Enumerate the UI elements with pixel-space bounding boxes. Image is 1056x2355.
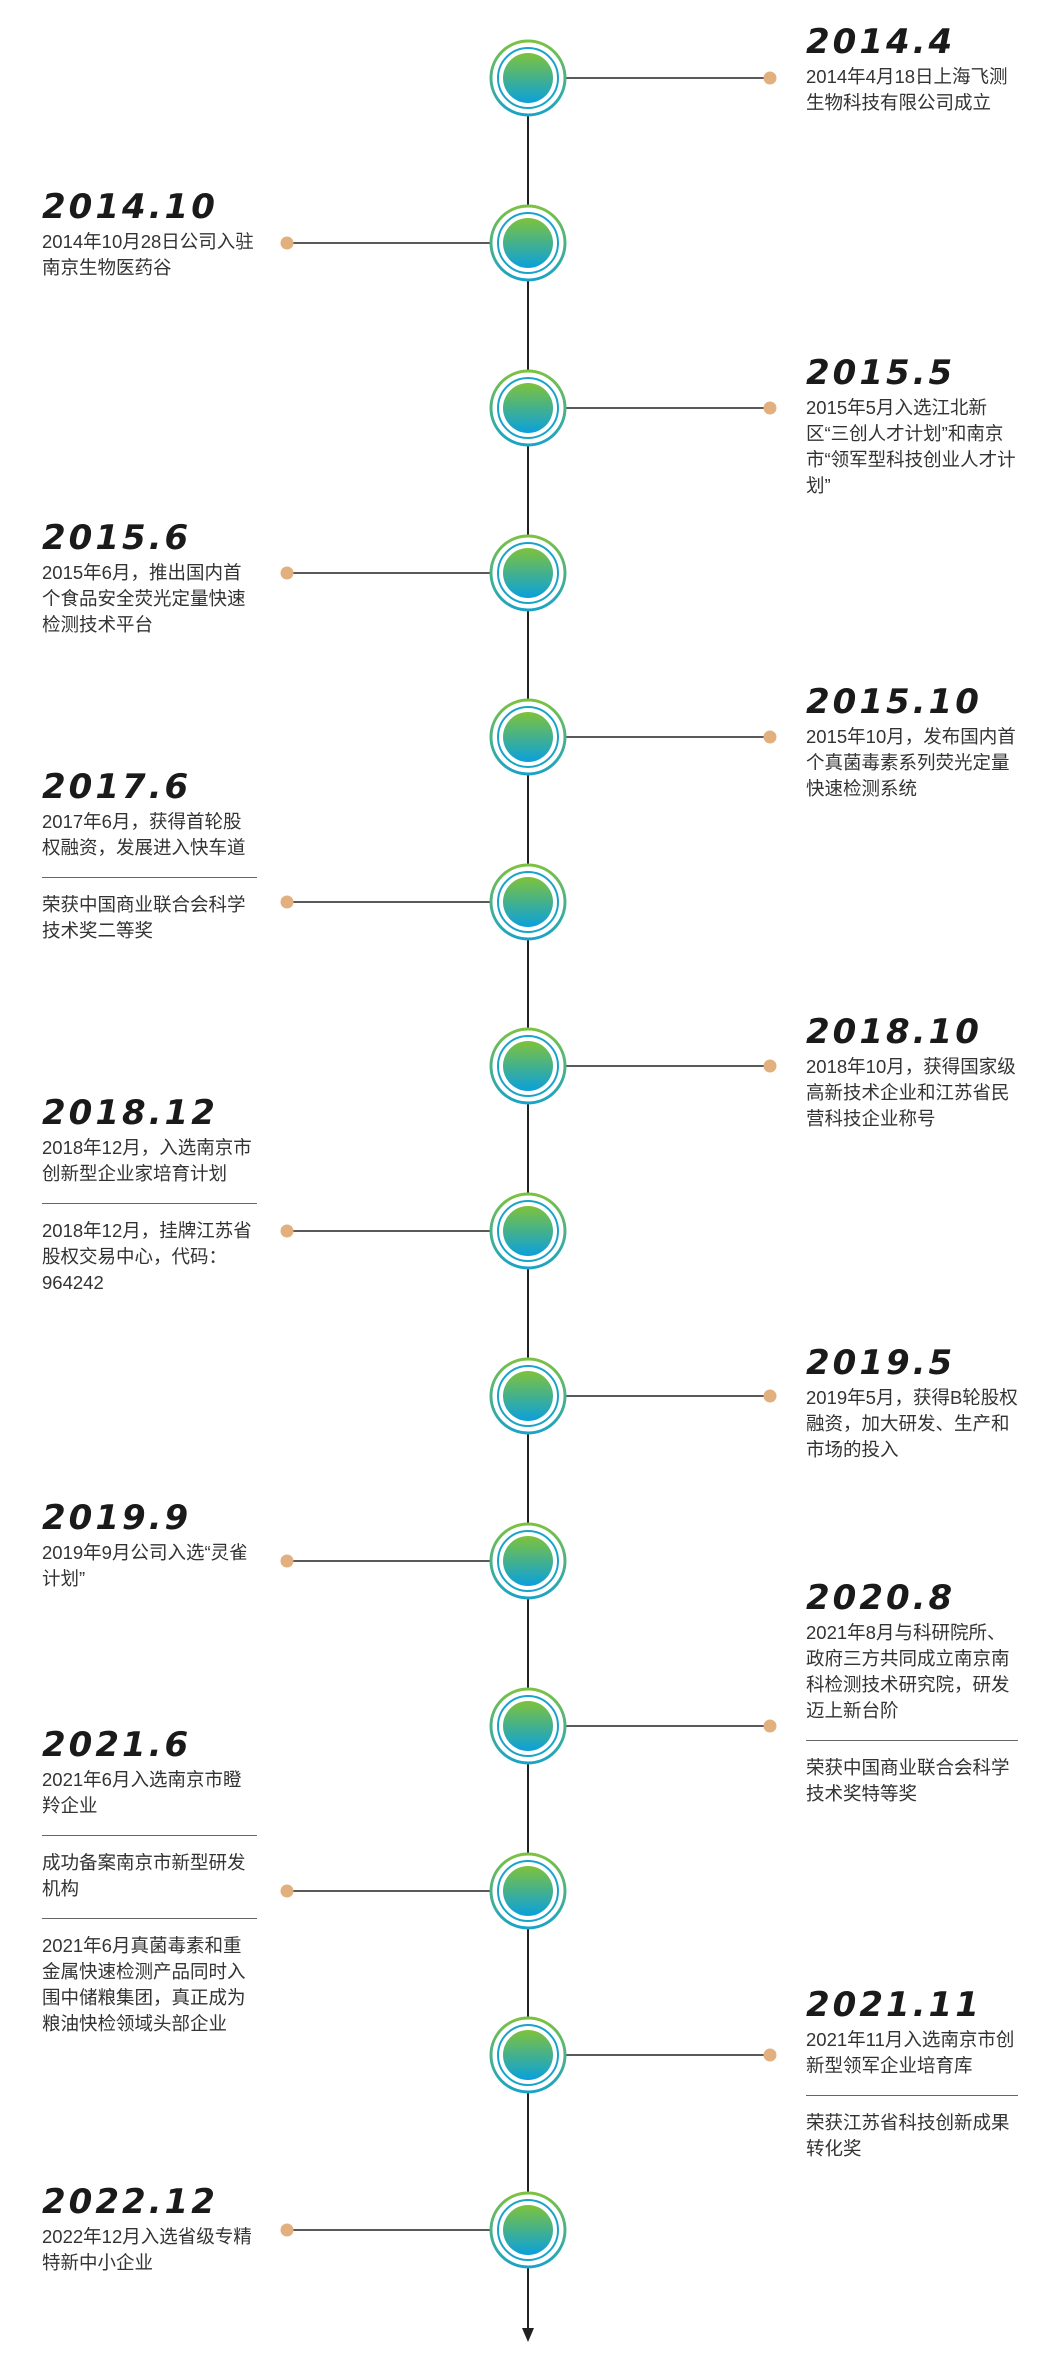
connector-dot [763, 71, 777, 85]
milestone-description: 2021年6月真菌毒素和重金属快速检测产品同时入围中储粮集团，真正成为粮油快检领… [42, 1935, 246, 2034]
milestone-description: 荣获中国商业联合会科学技术奖特等奖 [806, 1757, 1010, 1804]
node-core [503, 1536, 553, 1586]
connector-dot [763, 401, 777, 415]
node-core [503, 1041, 553, 1091]
node-core [503, 53, 553, 103]
node-core [503, 2030, 553, 2080]
milestone-year: 2021.11 [806, 1985, 982, 2025]
node-core [503, 383, 553, 433]
connector-dot [763, 1389, 777, 1403]
node-core [503, 2205, 553, 2255]
connector-dot [763, 730, 777, 744]
milestone-year: 2018.12 [42, 1093, 218, 1133]
milestone-year: 2015.10 [806, 682, 982, 722]
milestone-year: 2019.9 [42, 1498, 192, 1538]
milestone-description: 2018年12月，入选南京市创新型企业家培育计划 [42, 1137, 252, 1184]
connector-dot [280, 236, 294, 250]
milestone-description: 2021年6月入选南京市瞪羚企业 [42, 1769, 242, 1816]
milestone-year: 2015.6 [42, 518, 192, 558]
connector-dot [763, 1719, 777, 1733]
milestone-description: 2021年8月与科研院所、政府三方共同成立南京南科检测技术研究院，研发迈上新台阶 [806, 1622, 1010, 1721]
node-core [503, 1701, 553, 1751]
milestone-description: 2018年10月，获得国家级高新技术企业和江苏省民营科技企业称号 [806, 1056, 1016, 1129]
milestone-description: 荣获中国商业联合会科学技术奖二等奖 [42, 894, 246, 941]
connector-dot [280, 2223, 294, 2237]
milestone-description: 2014年10月28日公司入驻南京生物医药谷 [42, 231, 254, 278]
milestone-description: 成功备案南京市新型研发机构 [42, 1852, 246, 1899]
milestone-description: 2015年6月，推出国内首个食品安全荧光定量快速检测技术平台 [42, 562, 246, 635]
milestone-description: 荣获江苏省科技创新成果转化奖 [806, 2112, 1010, 2159]
divider [42, 1835, 257, 1836]
divider [806, 1740, 1018, 1741]
node-core [503, 218, 553, 268]
milestone-year: 2018.10 [806, 1012, 982, 1052]
divider [42, 877, 257, 878]
arrow-down-icon [522, 2328, 534, 2342]
milestone-description: 2018年12月，挂牌江苏省股权交易中心，代码：964242 [42, 1220, 252, 1293]
node-core [503, 877, 553, 927]
milestone-year: 2019.5 [806, 1343, 956, 1383]
milestone-year: 2021.6 [42, 1725, 192, 1765]
connector-dot [280, 895, 294, 909]
milestone-year: 2014.10 [42, 187, 218, 227]
milestone-description: 2017年6月，获得首轮股权融资，发展进入快车道 [42, 811, 246, 858]
milestone-description: 2019年9月公司入选“灵雀计划” [42, 1542, 248, 1589]
divider [42, 1918, 257, 1919]
milestone-year: 2017.6 [42, 767, 192, 807]
milestone-description: 2015年5月入选江北新区“三创人才计划”和南京市“领军型科技创业人才计划” [806, 397, 1016, 496]
node-core [503, 1206, 553, 1256]
milestone-year: 2015.5 [806, 353, 956, 393]
connector-dot [280, 1224, 294, 1238]
milestone-description: 2014年4月18日上海飞测生物科技有限公司成立 [806, 66, 1008, 113]
milestone-year: 2020.8 [806, 1578, 956, 1618]
milestone-year: 2014.4 [806, 22, 956, 62]
connector-dot [280, 566, 294, 580]
milestone-description: 2019年5月，获得B轮股权融资，加大研发、生产和市场的投入 [806, 1387, 1018, 1460]
divider [42, 1203, 257, 1204]
connector-dot [280, 1884, 294, 1898]
milestone-description: 2022年12月入选省级专精特新中小企业 [42, 2226, 252, 2273]
connector-dot [763, 1059, 777, 1073]
connector-dot [280, 1554, 294, 1568]
node-core [503, 712, 553, 762]
node-core [503, 1866, 553, 1916]
connector-dot [763, 2048, 777, 2062]
node-core [503, 1371, 553, 1421]
milestone-year: 2022.12 [42, 2182, 218, 2222]
node-core [503, 548, 553, 598]
milestone-description: 2021年11月入选南京市创新型领军企业培育库 [806, 2029, 1015, 2076]
divider [806, 2095, 1018, 2096]
milestone-description: 2015年10月，发布国内首个真菌毒素系列荧光定量快速检测系统 [806, 726, 1016, 799]
